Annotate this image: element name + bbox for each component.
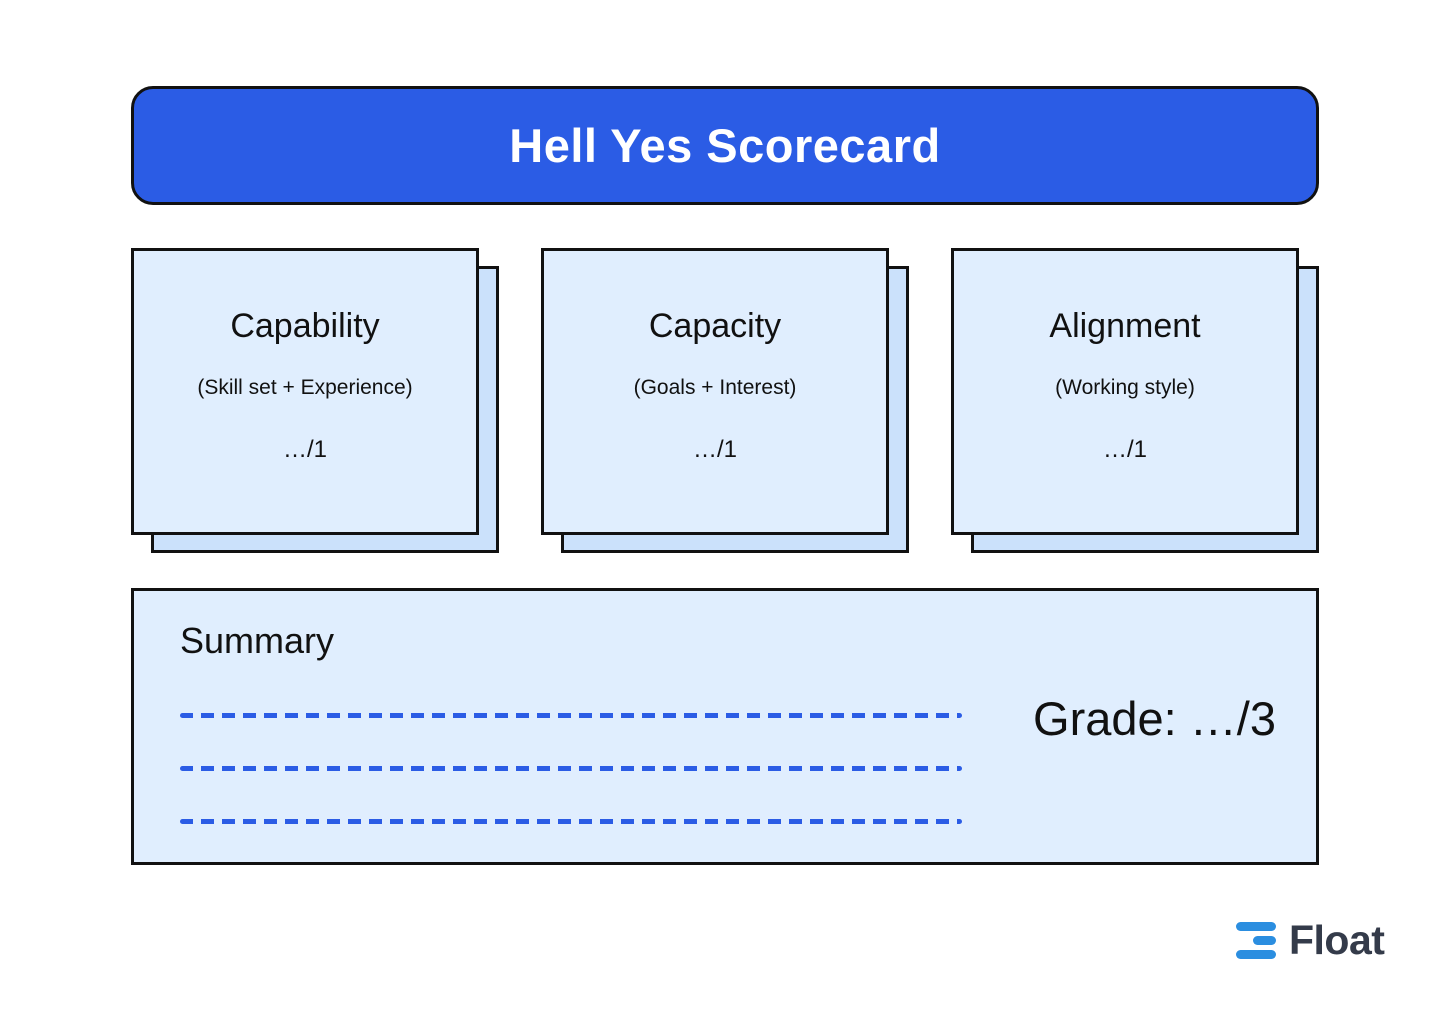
logo-bar-bottom <box>1236 950 1276 959</box>
summary-line[interactable] <box>180 713 962 718</box>
summary-line[interactable] <box>180 766 962 771</box>
summary-line[interactable] <box>180 819 962 824</box>
summary-panel: Summary Grade: …/3 <box>131 588 1319 865</box>
summary-write-in-lines[interactable] <box>180 713 962 824</box>
summary-label: Summary <box>180 620 335 661</box>
grade-total: Grade: …/3 <box>1033 692 1276 745</box>
card-title: Capability <box>230 307 380 345</box>
card-title: Alignment <box>1049 307 1201 345</box>
card-front-layer: Alignment (Working style) …/1 <box>951 248 1299 535</box>
card-subtitle: (Skill set + Experience) <box>197 376 413 399</box>
card-score: …/1 <box>692 436 737 463</box>
card-score: …/1 <box>1102 436 1147 463</box>
score-card-alignment[interactable]: Alignment (Working style) …/1 <box>951 248 1319 553</box>
score-card-capacity[interactable]: Capacity (Goals + Interest) …/1 <box>541 248 909 553</box>
logo-bar-middle <box>1253 936 1276 945</box>
card-front-layer: Capability (Skill set + Experience) …/1 <box>131 248 479 535</box>
float-bars-icon <box>1236 916 1282 964</box>
card-front-layer: Capacity (Goals + Interest) …/1 <box>541 248 889 535</box>
page-title: Hell Yes Scorecard <box>509 119 941 172</box>
score-card-capability[interactable]: Capability (Skill set + Experience) …/1 <box>131 248 499 553</box>
card-score: …/1 <box>282 436 327 463</box>
card-subtitle: (Goals + Interest) <box>633 376 797 399</box>
card-title: Capacity <box>648 307 782 345</box>
float-wordmark: Float <box>1289 916 1385 963</box>
logo-bar-top <box>1236 922 1276 931</box>
float-logo: Float <box>1236 916 1385 964</box>
card-subtitle: (Working style) <box>1055 376 1195 399</box>
header-banner: Hell Yes Scorecard <box>131 86 1319 205</box>
